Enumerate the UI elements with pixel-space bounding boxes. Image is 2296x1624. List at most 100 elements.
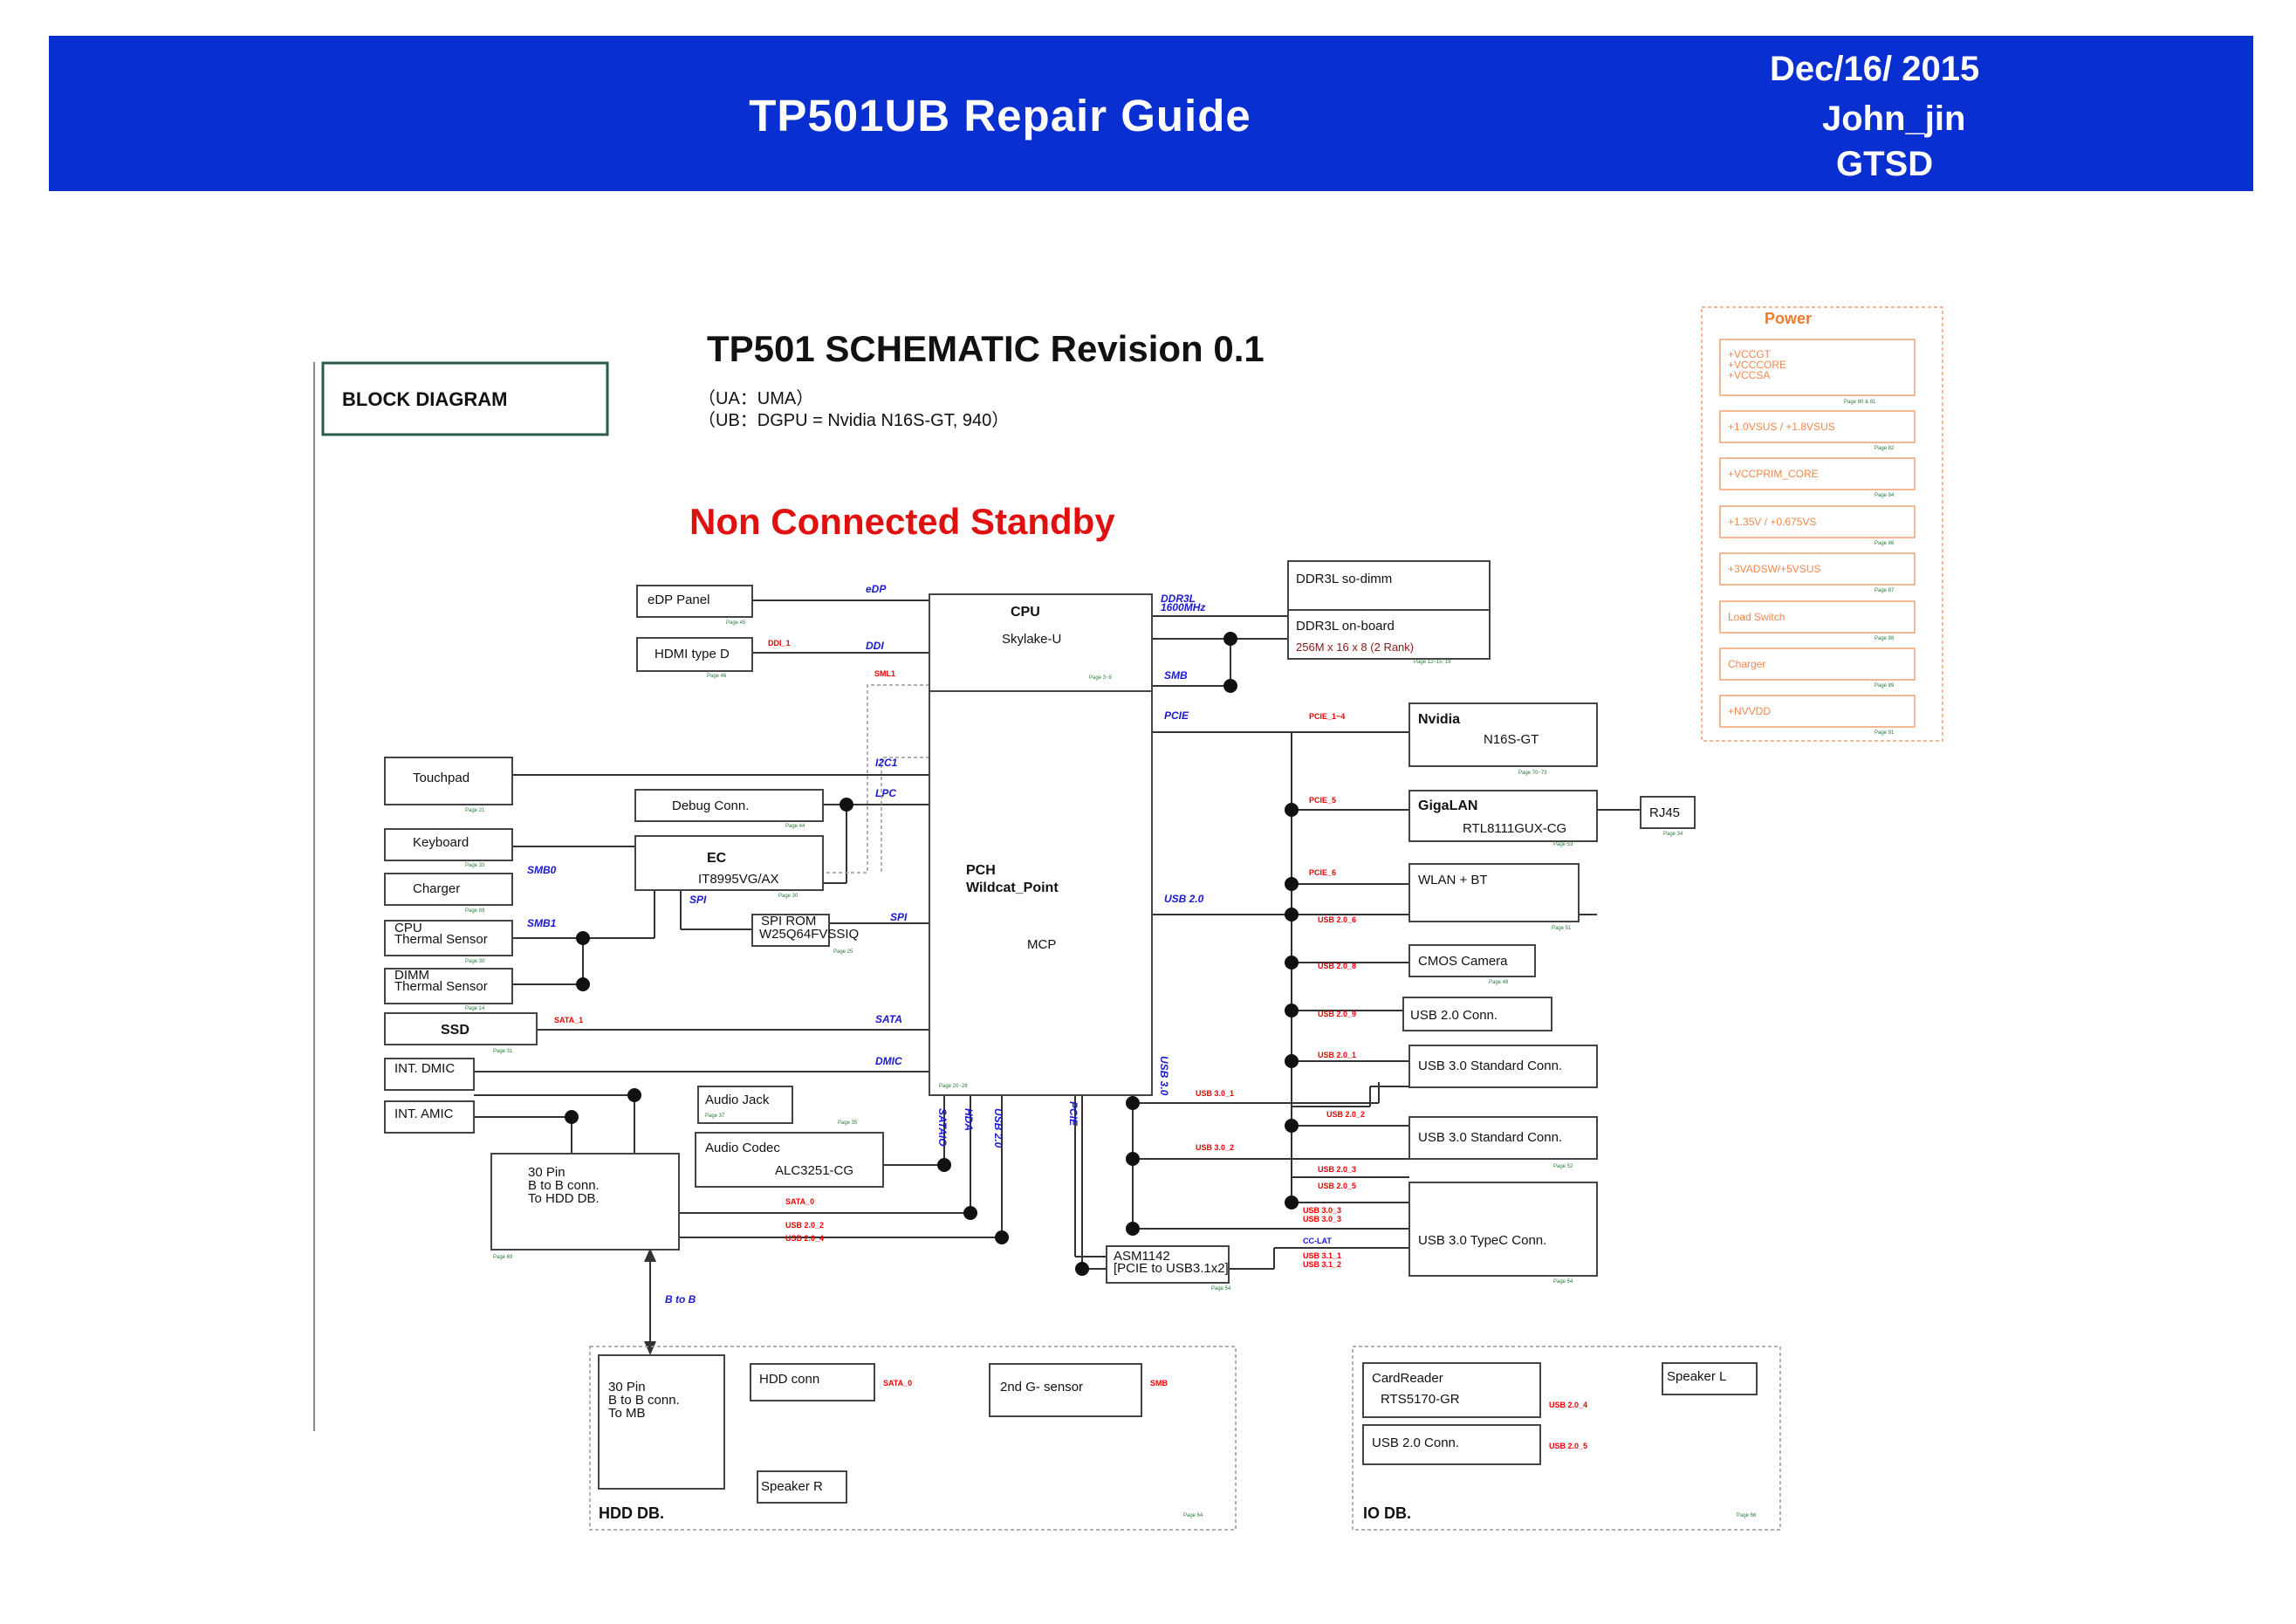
b2b-arrow	[644, 1248, 656, 1355]
io-usb20-5: USB 2.0_5	[1549, 1442, 1587, 1450]
bus-smb: SMB	[1164, 669, 1188, 682]
usb30-conn-b-page: Page 52	[1553, 1164, 1573, 1169]
touchpad-page: Page 21	[465, 808, 485, 813]
charger-page: Page 89	[465, 908, 485, 914]
ddr-page: Page 12~15, 18	[1414, 660, 1451, 665]
io-db: CardReader RTS5170-GR USB 2.0 Conn. USB …	[1352, 1346, 1781, 1531]
usb20-conn-box	[1402, 997, 1552, 1031]
audio-codec-label: Audio Codec	[705, 1141, 780, 1155]
mode-title: Non Connected Standby	[689, 501, 1115, 542]
power-page-3: Page 84	[1874, 493, 1895, 498]
keyboard-page: Page 33	[465, 863, 485, 868]
gigalan-sub: RTL8111GUX-CG	[1463, 821, 1566, 836]
hdd-b2b-label-2: B to B conn.	[528, 1178, 600, 1193]
power-vcccore: +VCCCORE	[1728, 359, 1786, 371]
power-page-7: Page 89	[1874, 683, 1895, 689]
debug-conn-page: Page 44	[785, 824, 805, 829]
asm1142-page: Page 54	[1211, 1286, 1231, 1292]
sig-pcie5: PCIE_5	[1309, 796, 1336, 805]
rj45-box	[1640, 796, 1696, 829]
ec-sub: IT8995VG/AX	[698, 872, 779, 887]
hdmi-label: HDMI type D	[655, 647, 730, 661]
sig-ddi1: DDI_1	[768, 639, 791, 648]
io-usb20-box	[1362, 1424, 1541, 1465]
dimm-thermal-label-1: DIMM	[394, 968, 429, 983]
ec-box	[634, 835, 824, 891]
ec-page: Page 30	[778, 894, 798, 899]
edp-page: Page 45	[726, 620, 746, 626]
dept-label: GTSD	[1836, 145, 1934, 183]
charger-box	[384, 873, 513, 906]
usb30-conn-b-box	[1408, 1116, 1598, 1160]
cpu-thermal-box	[384, 920, 513, 956]
power-item-2: +VCCPRIM_CORE	[1728, 468, 1819, 480]
ec-label: EC	[707, 851, 727, 866]
dmic-box	[384, 1058, 475, 1091]
sig-usb30-3b: USB 3.0_3	[1303, 1215, 1341, 1223]
edp-panel-box	[636, 585, 753, 618]
hdd-conn-label: HDD conn	[759, 1372, 819, 1387]
power-title: Power	[1765, 310, 1812, 327]
gigalan-page: Page 53	[1553, 842, 1573, 847]
gigalan-box	[1408, 790, 1598, 842]
hdd-db-b2b-2: B to B conn.	[608, 1393, 680, 1408]
power-box-6	[1719, 648, 1916, 681]
hdmi-box	[636, 637, 753, 672]
pch-mcp: MCP	[1027, 937, 1056, 952]
hdd-conn-box	[750, 1363, 875, 1401]
usb30-conn-a-label: USB 3.0 Standard Conn.	[1418, 1059, 1562, 1073]
hdd-db-title: HDD DB.	[599, 1504, 664, 1522]
power-box-3	[1719, 505, 1916, 538]
touchpad-label: Touchpad	[413, 771, 469, 785]
sig-usb20-3: USB 2.0_3	[1318, 1165, 1356, 1174]
power-vccsa: +VCCSA	[1728, 369, 1770, 381]
cpu-label: CPU	[1011, 605, 1040, 620]
io-db-title: IO DB.	[1363, 1504, 1411, 1522]
pch-page: Page 20~28	[939, 1084, 968, 1089]
cardreader-box	[1362, 1362, 1541, 1418]
dimm-thermal-box	[384, 968, 513, 1004]
variant-ua: （UA：UMA）	[698, 388, 813, 408]
power-item-4: +3VADSW/+5VSUS	[1728, 563, 1821, 575]
speaker-l-label: Speaker L	[1667, 1369, 1726, 1384]
power-item-7: +NVVDD	[1728, 705, 1771, 717]
bus-pcie: PCIE	[1164, 709, 1189, 722]
power-vccgt: +VCCGT	[1728, 348, 1772, 360]
debug-conn-label: Debug Conn.	[672, 798, 749, 813]
power-box-7	[1719, 695, 1916, 728]
sig-usb30-2: USB 3.0_2	[1196, 1143, 1234, 1152]
audio-codec-sub: ALC3251-CG	[775, 1163, 853, 1178]
wires	[474, 600, 1641, 1348]
spi-rom-page: Page 25	[833, 949, 853, 955]
bus-dmic: DMIC	[875, 1055, 902, 1067]
sig-usb31-1: USB 3.1_1	[1303, 1251, 1341, 1260]
cardreader-label: CardReader	[1372, 1371, 1443, 1386]
power-box-vcc	[1719, 339, 1916, 396]
hdd-db: 30 Pin B to B conn. To MB HDD conn SATA_…	[589, 1346, 1237, 1531]
cpu-thermal-label-1: CPU	[394, 921, 422, 935]
sig-usb20-6: USB 2.0_6	[1318, 915, 1356, 924]
bus-smb1: SMB1	[527, 917, 557, 929]
hdd-db-b2b-1: 30 Pin	[608, 1380, 646, 1394]
sig-usb20-2b: USB 2.0_2	[785, 1221, 824, 1230]
speaker-r-box	[757, 1470, 847, 1504]
power-item-1: +1.0VSUS / +1.8VSUS	[1728, 421, 1835, 433]
bus-spi: SPI	[890, 911, 908, 923]
bus-usb20: USB 2.0	[1164, 893, 1204, 905]
block-diagram-label: BLOCK DIAGRAM	[342, 388, 507, 410]
hdd-db-b2b-3: To MB	[608, 1406, 646, 1421]
sig-usb20-1: USB 2.0_1	[1318, 1051, 1356, 1059]
sig-sata0: SATA_0	[785, 1197, 814, 1206]
power-panel-border	[1701, 306, 1943, 742]
cardreader-sub: RTS5170-GR	[1381, 1392, 1460, 1407]
power-box-4	[1719, 552, 1916, 586]
date-label: Dec/16/ 2015	[1770, 50, 1980, 88]
hdd-db-page: Page 64	[1183, 1513, 1203, 1518]
edp-panel-label: eDP Panel	[648, 593, 709, 607]
bus-i2c1: I2C1	[875, 757, 898, 769]
rj45-page: Page 34	[1663, 832, 1683, 837]
wlan-page: Page 51	[1552, 926, 1572, 931]
io-usb20-4: USB 2.0_4	[1549, 1401, 1587, 1409]
hdd-b2b-label-3: To HDD DB.	[528, 1191, 600, 1206]
